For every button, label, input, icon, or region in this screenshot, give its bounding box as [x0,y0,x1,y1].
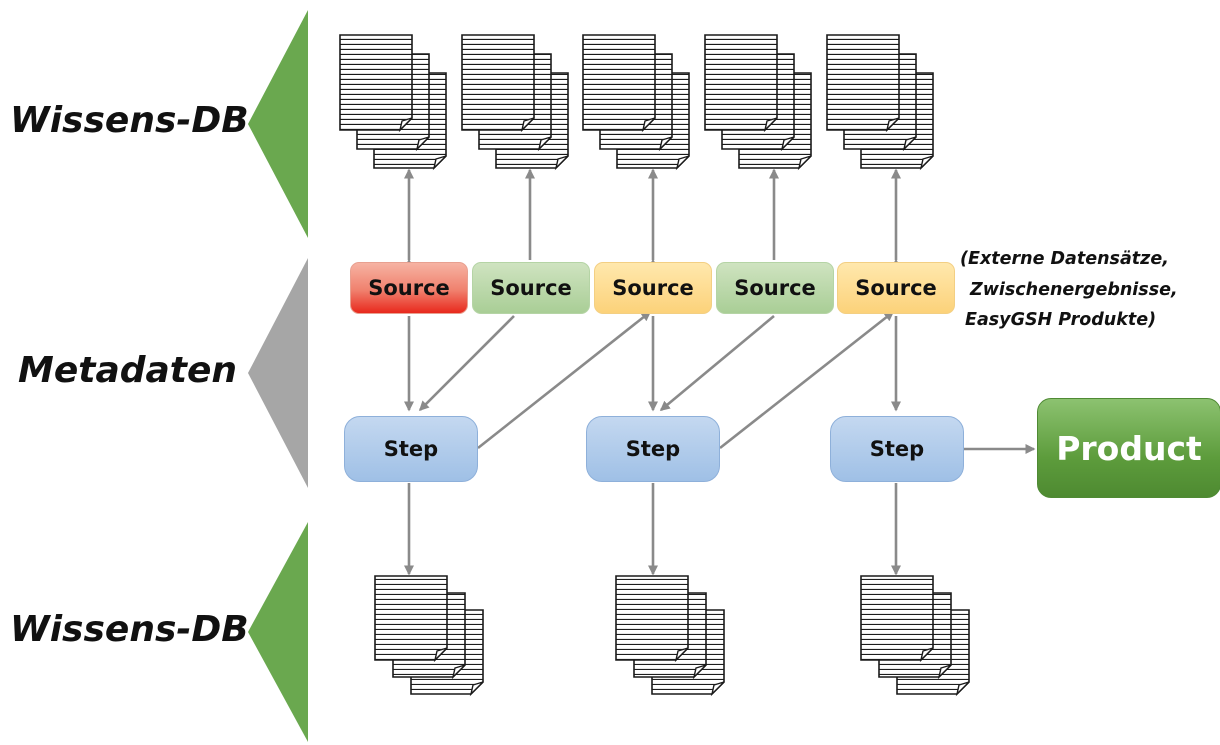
source-node-2[interactable]: Source [472,262,590,314]
arrow-step2-source5 [719,310,895,450]
arrow-step1-source3 [477,310,652,450]
step-node-1[interactable]: Step [344,416,478,482]
document-stack-icon [704,34,812,171]
metadata-triangle [248,258,308,488]
source-node-3[interactable]: Source [594,262,712,314]
source-label: Source [368,276,450,300]
connector-arrows [404,168,1036,576]
arrow-source2-step1 [418,315,515,412]
document-stack-icon [461,34,569,171]
metadata-label: Metadaten [18,350,238,391]
top-db-triangle [248,10,308,238]
document-stack-icon [860,575,970,697]
document-stack-icon [374,575,484,697]
bottom-document-stacks [374,575,970,697]
arrow-source4-step2 [659,315,775,411]
note-line-3: EasyGSH Produkte) [965,310,1157,330]
source-node-1[interactable]: Source [350,262,468,314]
source-label: Source [490,276,572,300]
bottom-db-triangle [248,522,308,742]
source-label: Source [855,276,937,300]
source-label: Source [734,276,816,300]
source-node-4[interactable]: Source [716,262,834,314]
note-line-1: (Externe Datensätze, [960,249,1169,269]
bottom-db-label: Wissens-DB [10,609,249,650]
step-node-2[interactable]: Step [586,416,720,482]
top-db-label: Wissens-DB [10,100,249,141]
note-line-2: Zwischenergebnisse, [970,280,1178,300]
source-label: Source [612,276,694,300]
document-stack-icon [582,34,690,171]
step-label: Step [625,437,681,461]
product-label: Product [1056,428,1202,468]
document-stack-icon [339,34,447,171]
step-label: Step [383,437,439,461]
step-node-3[interactable]: Step [830,416,964,482]
step-label: Step [869,437,925,461]
document-stack-icon [615,575,725,697]
source-node-5[interactable]: Source [837,262,955,314]
top-document-stacks [339,34,934,171]
product-node[interactable]: Product [1037,398,1220,498]
document-stack-icon [826,34,934,171]
